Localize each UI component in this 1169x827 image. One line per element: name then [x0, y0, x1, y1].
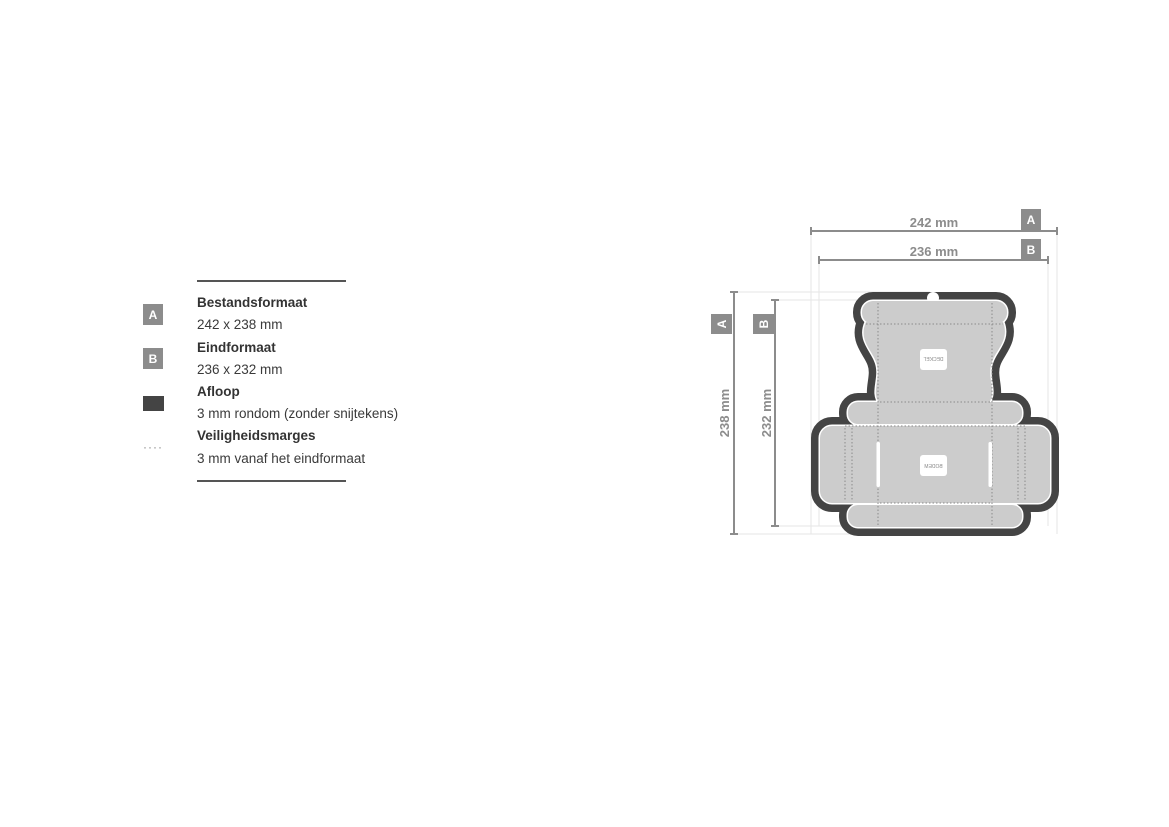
safety-margins — [844, 303, 1026, 527]
badge-a-text: A — [715, 319, 729, 328]
badge-b-text: B — [757, 319, 771, 328]
badge-b — [753, 314, 774, 334]
panels — [820, 301, 1050, 527]
width-b-label: 236 mm — [910, 244, 958, 259]
bleed-swatch-icon — [143, 396, 164, 411]
badge-b-text: B — [1027, 243, 1036, 257]
badge-a-text: A — [1027, 213, 1036, 227]
bottom-label-box — [920, 455, 947, 476]
height-a-label: 238 mm — [717, 389, 732, 437]
legend-desc: 3 mm rondom (zonder snijtekens) — [197, 406, 399, 421]
width-a-label: 242 mm — [910, 215, 958, 230]
legend-title: Afloop — [197, 384, 240, 399]
legend-desc: 236 x 232 mm — [197, 362, 283, 377]
legend-title: Veiligheidsmarges — [197, 428, 316, 443]
legend-title: Bestandsformaat — [197, 295, 308, 310]
legend-title: Eindformaat — [197, 340, 276, 355]
badge-b — [1021, 239, 1041, 260]
slot — [876, 442, 880, 487]
dimension-lines — [730, 227, 1058, 535]
bottom-label: BODEM — [924, 464, 942, 470]
legend-desc: 3 mm vanaf het eindformaat — [197, 451, 366, 466]
legend-top-rule — [197, 280, 346, 282]
dotted-line-icon: ···· — [143, 440, 163, 454]
legend-desc: 242 x 238 mm — [197, 317, 283, 332]
badge-a — [1021, 209, 1041, 230]
lid-label-box — [920, 349, 947, 370]
badge-a: A — [143, 304, 163, 325]
badge-b: B — [143, 348, 163, 369]
slot — [988, 442, 992, 487]
legend-bottom-rule — [197, 480, 346, 482]
height-b-label: 232 mm — [759, 389, 774, 437]
lid-label: DECKEL — [923, 355, 943, 361]
badge-a — [711, 314, 732, 334]
